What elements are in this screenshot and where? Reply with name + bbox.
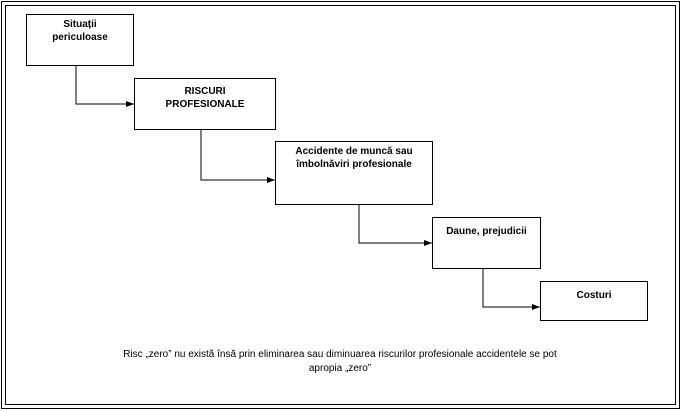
footnote-line: Risc „zero” nu există însă prin eliminar… [123,349,557,360]
box-label-line: RISCURI [184,86,226,97]
box-label-line: periculoase [52,32,108,43]
box-label-line: Costuri [576,290,612,301]
box-label-line: Situații [63,19,97,30]
box-accidente: Accidente de muncă sau îmbolnăviri profe… [275,141,433,205]
box-label-line: Daune, prejudicii [446,226,527,237]
inner-frame [5,5,676,405]
connector-1-2 [75,66,134,107]
box-label-line: Accidente de muncă sau [295,146,413,157]
box-costuri: Costuri [540,281,648,321]
connector-3-4 [358,205,432,246]
box-label-line: PROFESIONALE [165,99,245,110]
connector-2-3 [200,130,275,183]
box-daune: Daune, prejudicii [432,217,541,269]
connector-4-5 [482,269,540,310]
box-riscuri-profesionale: RISCURI PROFESIONALE [134,78,276,130]
footnote: Risc „zero” nu există însă prin eliminar… [90,348,590,376]
box-situatii-periculoase: Situații periculoase [26,14,134,66]
footnote-line: apropia „zero” [308,363,372,374]
box-label-line: îmbolnăviri profesionale [296,159,412,170]
